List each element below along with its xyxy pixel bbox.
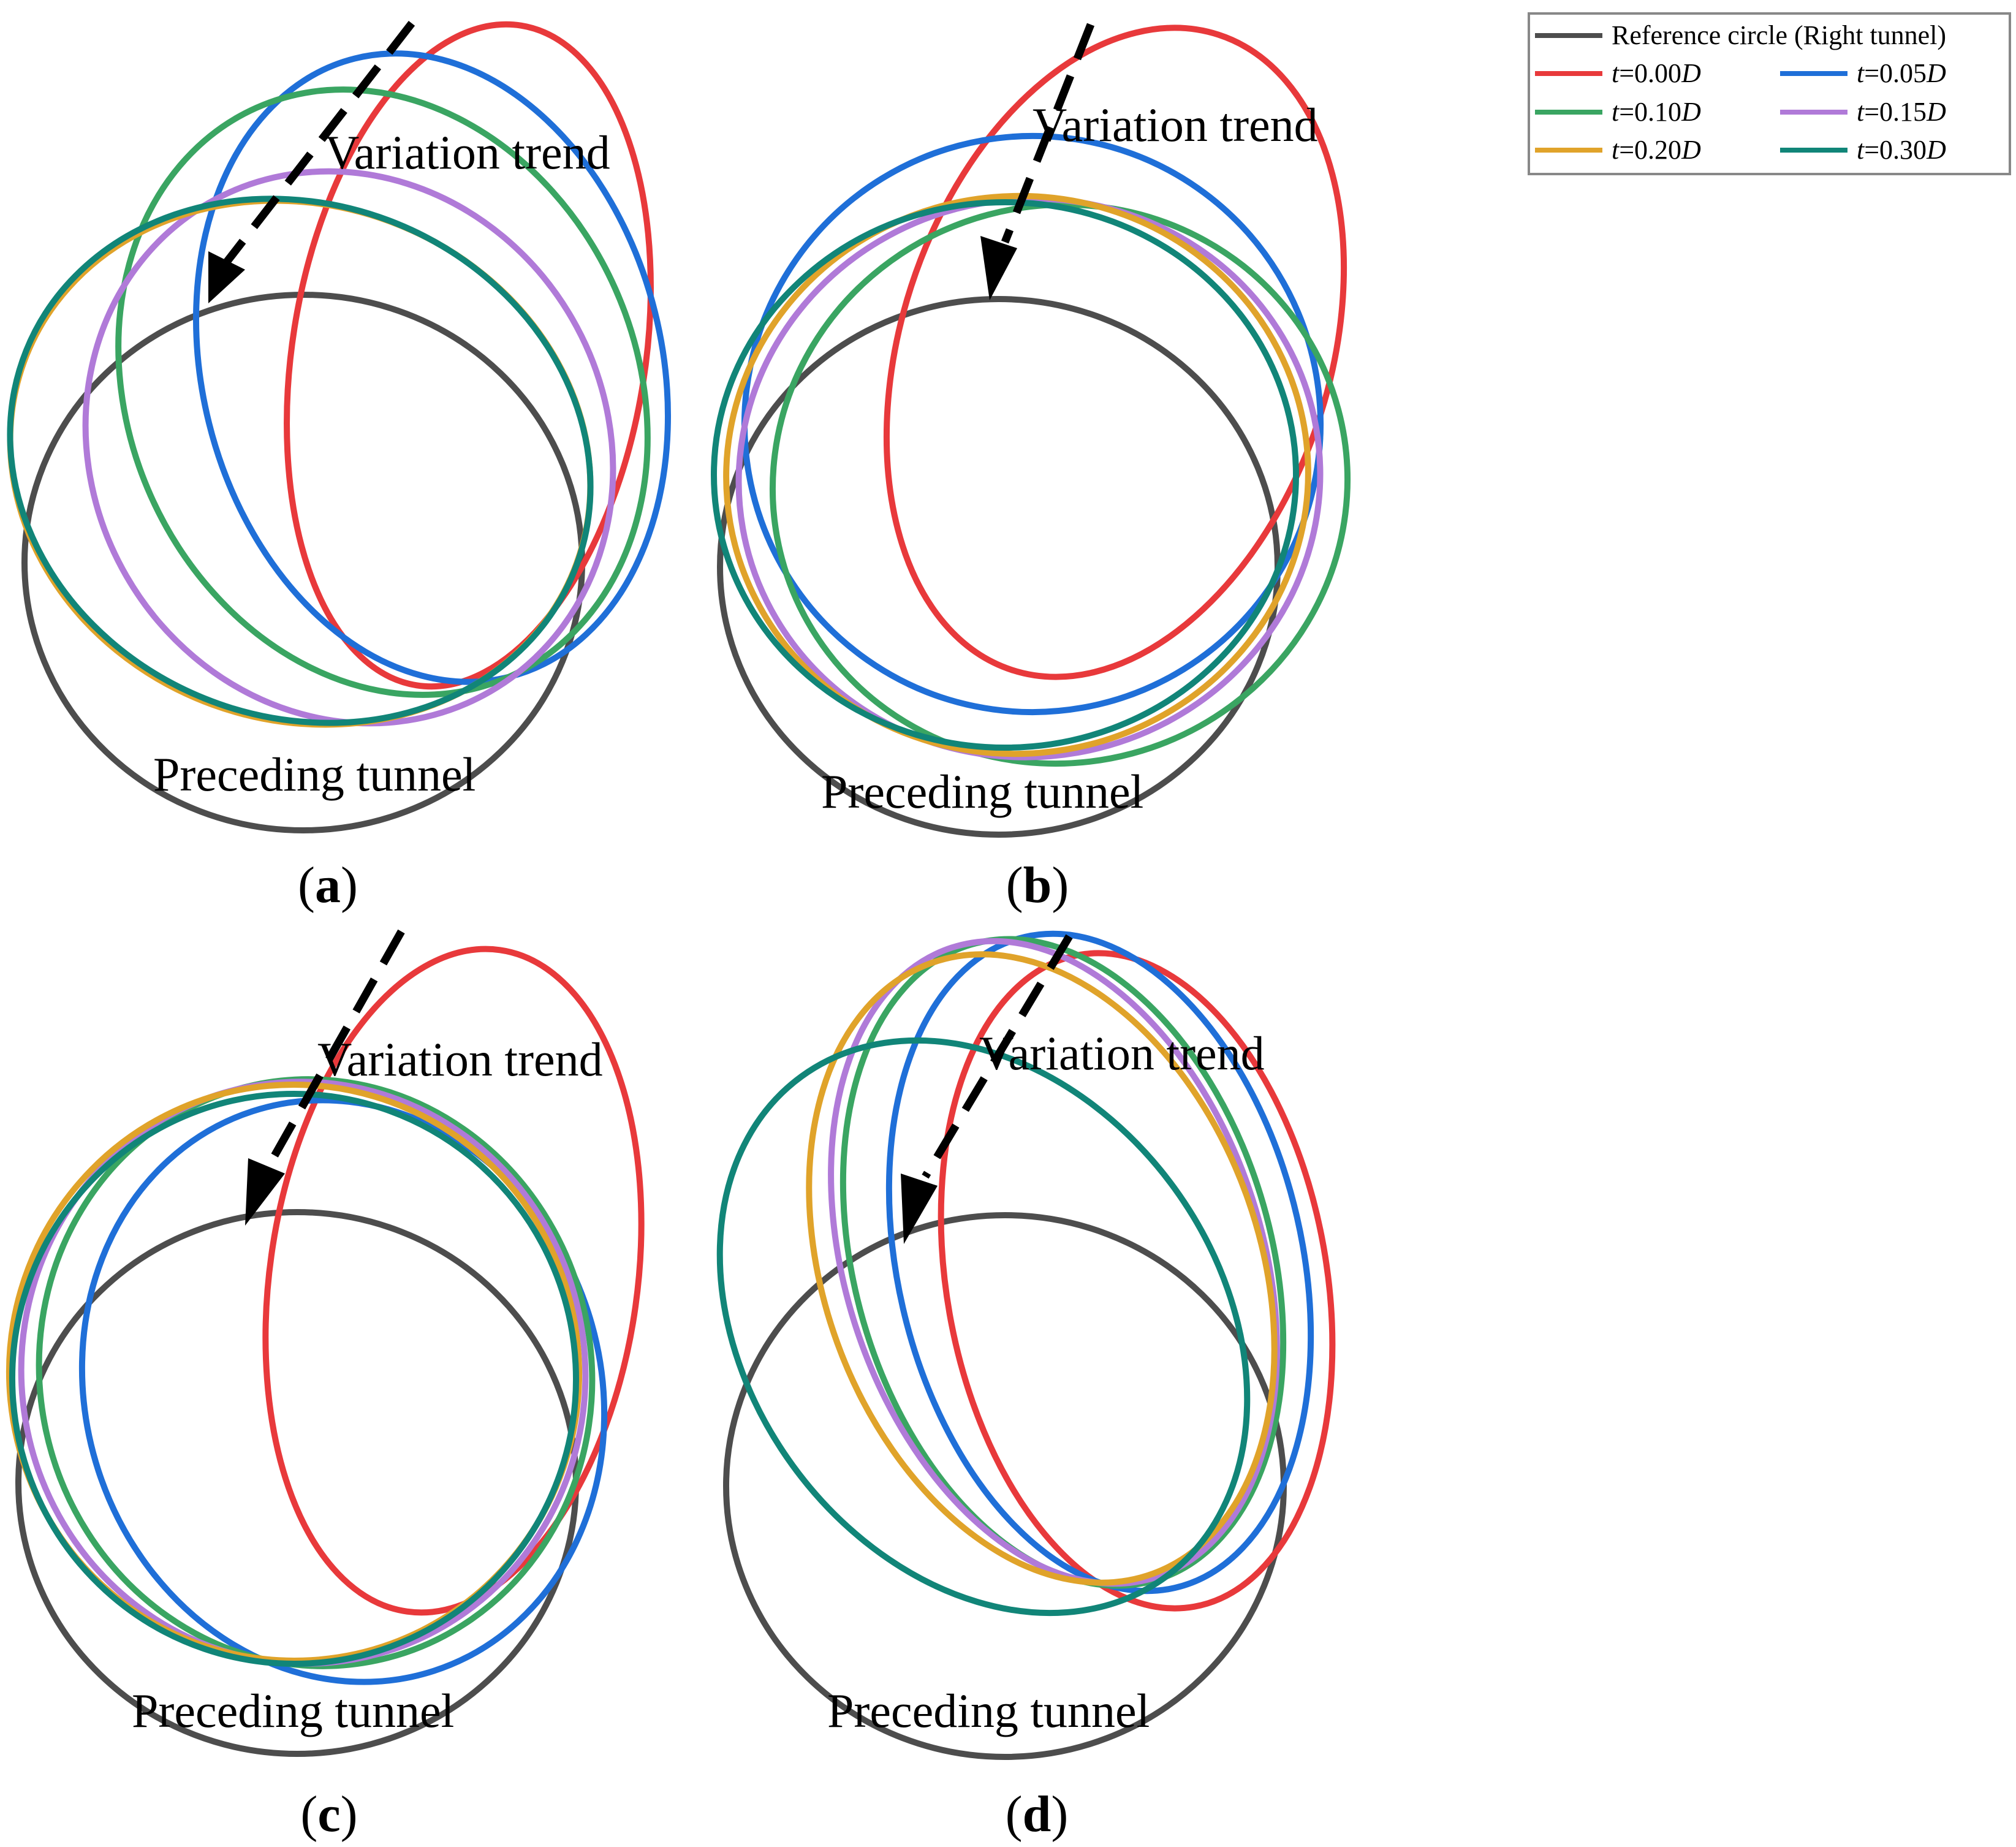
- variation-trend-arrow: [980, 23, 1095, 300]
- contour-t015: [828, 938, 1280, 1587]
- panel-label: (a): [298, 857, 358, 914]
- variation-trend-label: Variation trend: [317, 1033, 603, 1086]
- panel-b: Variation trend Preceding tunnel (b): [711, 23, 1351, 914]
- legend-label: t=0.10D: [1612, 97, 1701, 127]
- panel-label: (c): [300, 1786, 357, 1843]
- arrow-shaft: [922, 934, 1073, 1179]
- variation-trend-label: Variation trend: [979, 1026, 1265, 1080]
- arrow-head: [980, 236, 1017, 300]
- preceding-tunnel-label: Preceding tunnel: [132, 1684, 454, 1737]
- contour-t010: [769, 201, 1351, 767]
- variation-trend-arrow: [901, 934, 1073, 1244]
- variation-trend-label: Variation trend: [1033, 98, 1318, 151]
- legend-entry-reference: Reference circle (Right tunnel): [1535, 20, 1946, 50]
- variation-trend-label: Variation trend: [325, 126, 610, 179]
- panel-label: (b): [1006, 857, 1069, 914]
- legend-label: t=0.00D: [1612, 58, 1701, 88]
- legend-label: t=0.20D: [1612, 135, 1701, 165]
- legend-entry-t010: t=0.10D: [1535, 97, 1701, 127]
- preceding-tunnel-label: Preceding tunnel: [153, 748, 476, 801]
- contour-t015: [18, 1079, 589, 1667]
- legend-entry-t020: t=0.20D: [1535, 135, 1701, 165]
- contour-t020: [723, 192, 1311, 757]
- legend-entry-t015: t=0.15D: [1780, 97, 1946, 127]
- contour-t005: [78, 1097, 608, 1685]
- legend-entry-t030: t=0.30D: [1780, 135, 1946, 165]
- legend-label: t=0.30D: [1857, 135, 1946, 165]
- legend-label: t=0.05D: [1857, 58, 1946, 88]
- legend-label: t=0.15D: [1857, 97, 1946, 127]
- panel-a: Variation trend Preceding tunnel (a): [7, 21, 671, 914]
- arrow-head: [245, 1158, 285, 1226]
- legend-label: Reference circle (Right tunnel): [1612, 20, 1946, 50]
- legend-entry-t005: t=0.05D: [1780, 58, 1946, 88]
- arrow-shaft: [266, 929, 405, 1167]
- variation-trend-arrow: [245, 929, 405, 1226]
- arrow-head: [901, 1174, 938, 1244]
- legend-box: [1528, 12, 2011, 175]
- variation-trend-arrow: [208, 21, 415, 303]
- contour-t020: [6, 1082, 583, 1664]
- arrow-shaft: [222, 21, 415, 266]
- contour-t030: [716, 1037, 1251, 1617]
- arrow-head: [208, 251, 245, 303]
- panel-label: (d): [1006, 1786, 1069, 1843]
- contour-t030: [711, 199, 1299, 751]
- legend-entry-t000: t=0.00D: [1535, 58, 1701, 88]
- contour-t030: [7, 195, 594, 726]
- preceding-tunnel-label: Preceding tunnel: [821, 765, 1143, 818]
- contour-t000: [262, 946, 645, 1616]
- panel-c: Variation trend Preceding tunnel (c): [6, 929, 645, 1843]
- panel-d: Variation trend Preceding tunnel (d): [716, 930, 1336, 1843]
- legend: Reference circle (Right tunnel) t=0.00D …: [1528, 12, 2011, 175]
- contour-t005: [741, 133, 1324, 715]
- preceding-tunnel-label: Preceding tunnel: [827, 1684, 1150, 1737]
- contour-t020: [806, 951, 1278, 1586]
- contour-t015: [82, 168, 616, 727]
- arrow-shaft: [1001, 23, 1095, 244]
- contour-t005: [885, 930, 1314, 1595]
- contour-t030: [9, 1091, 580, 1667]
